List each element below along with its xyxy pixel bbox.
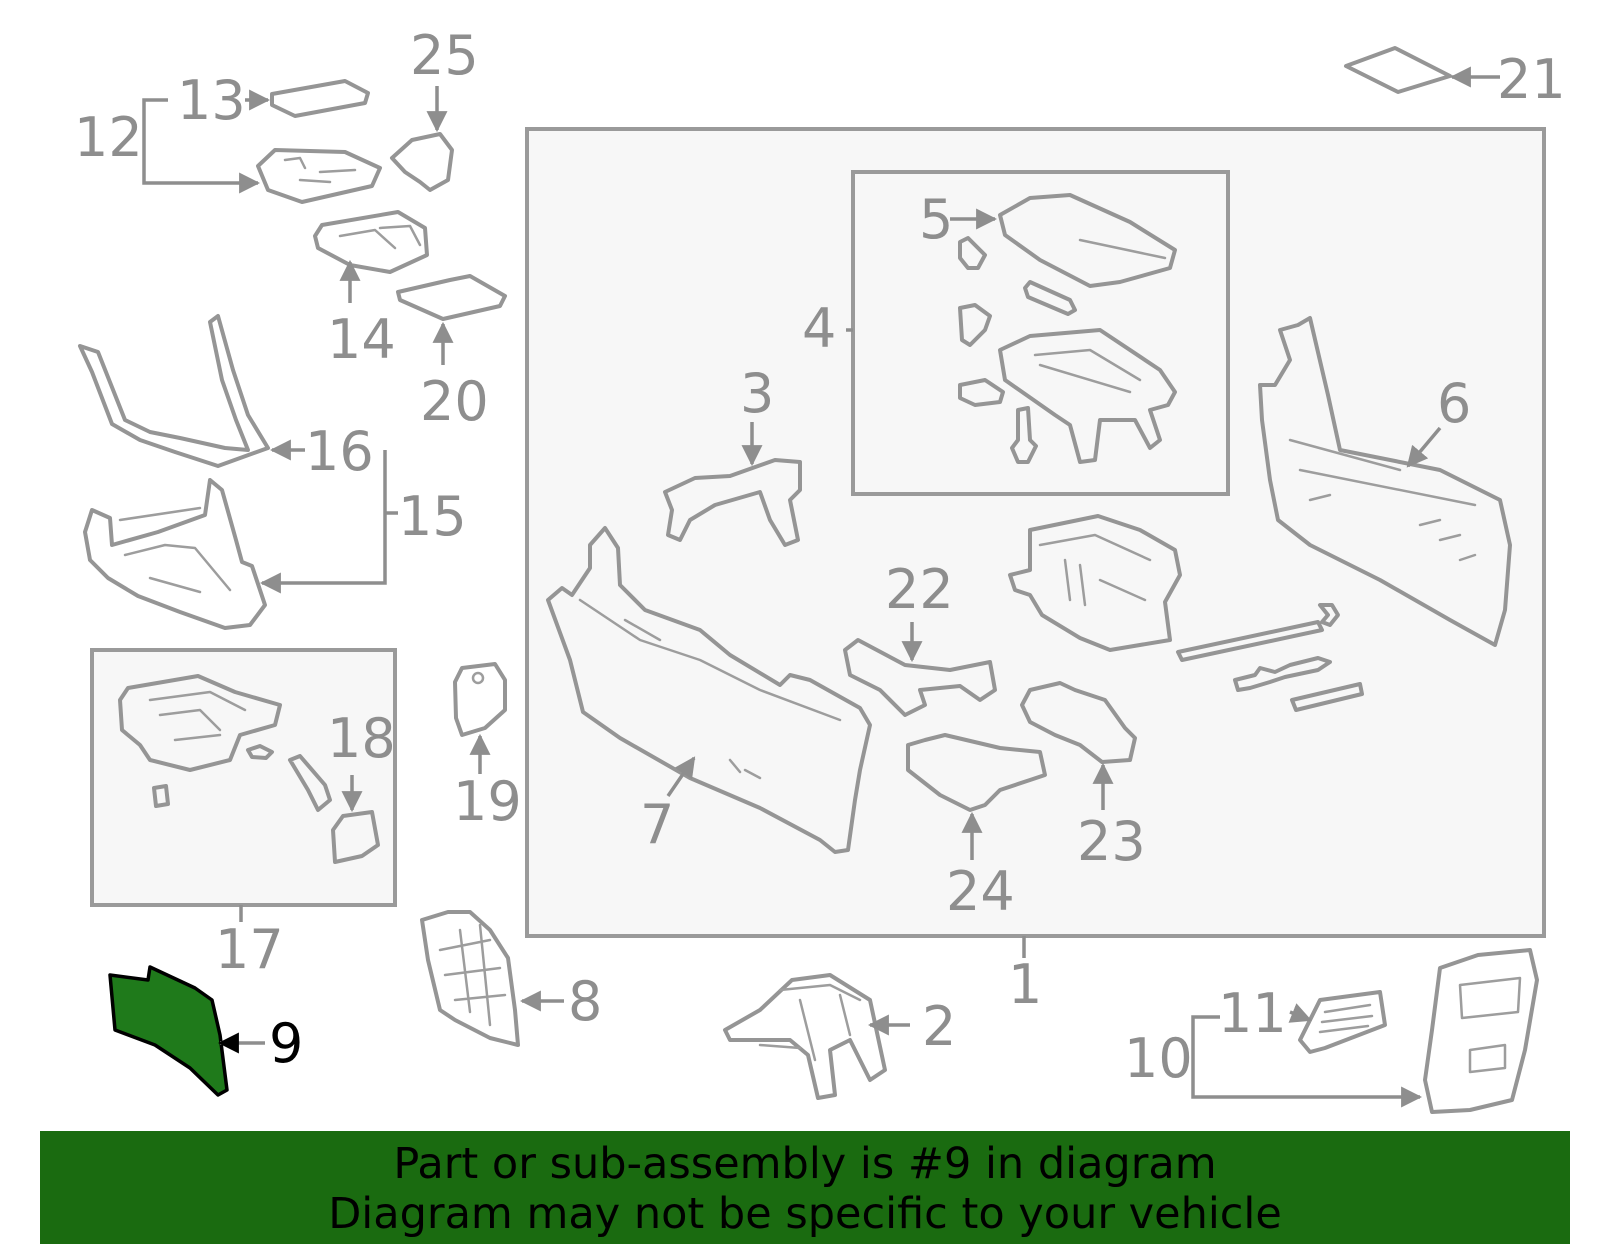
part-8[interactable] <box>420 910 564 1047</box>
part-23[interactable] <box>1020 681 1137 810</box>
callout-4[interactable]: 4 <box>802 297 836 360</box>
part-14[interactable] <box>313 210 429 303</box>
callout-9[interactable]: 9 <box>269 1012 303 1075</box>
callout-18[interactable]: 18 <box>327 707 396 770</box>
part-10[interactable] <box>1191 948 1539 1114</box>
part-15[interactable] <box>83 450 398 630</box>
part-11[interactable] <box>1288 990 1387 1054</box>
part-4-contents[interactable] <box>846 236 1177 464</box>
part-21[interactable] <box>1344 46 1500 94</box>
callout-16[interactable]: 16 <box>305 420 374 483</box>
callout-13[interactable]: 13 <box>177 69 246 132</box>
part-12[interactable] <box>142 98 382 204</box>
callout-24[interactable]: 24 <box>946 860 1015 923</box>
callout-12[interactable]: 12 <box>74 106 143 169</box>
part-9[interactable] <box>108 965 265 1097</box>
part-22[interactable] <box>843 622 997 717</box>
rod-and-clips[interactable] <box>1176 603 1364 712</box>
part-6[interactable] <box>1258 316 1512 647</box>
callout-1[interactable]: 1 <box>1008 953 1042 1016</box>
part-19[interactable] <box>453 662 507 774</box>
banner-line-1: Part or sub-assembly is #9 in diagram <box>393 1139 1217 1189</box>
callout-21[interactable]: 21 <box>1497 48 1566 111</box>
part-16[interactable] <box>78 314 305 468</box>
info-banner: Part or sub-assembly is #9 in diagram Di… <box>40 1131 1570 1244</box>
part-3[interactable] <box>663 422 802 547</box>
part-7[interactable] <box>546 526 872 854</box>
part-18[interactable] <box>331 775 380 864</box>
part-24[interactable] <box>906 733 1047 860</box>
callout-22[interactable]: 22 <box>885 558 954 621</box>
part-13[interactable] <box>245 79 370 118</box>
part-20[interactable] <box>396 274 507 365</box>
part-17-contents[interactable] <box>118 674 332 812</box>
callout-17[interactable]: 17 <box>215 918 284 981</box>
callout-3[interactable]: 3 <box>740 362 774 425</box>
callout-2[interactable]: 2 <box>922 995 956 1058</box>
part-2[interactable] <box>723 973 910 1100</box>
storage-box[interactable] <box>1008 514 1182 652</box>
assembly-frame-4 <box>851 170 1230 496</box>
callout-6[interactable]: 6 <box>1437 372 1471 435</box>
callout-14[interactable]: 14 <box>327 308 396 371</box>
callout-20[interactable]: 20 <box>420 370 489 433</box>
part-25[interactable] <box>390 86 454 192</box>
callout-19[interactable]: 19 <box>453 770 522 833</box>
callout-15[interactable]: 15 <box>398 485 467 548</box>
callout-7[interactable]: 7 <box>640 793 674 856</box>
callout-11[interactable]: 11 <box>1218 982 1287 1045</box>
callout-5[interactable]: 5 <box>919 188 953 251</box>
callout-10[interactable]: 10 <box>1124 1027 1193 1090</box>
part-5[interactable] <box>950 193 1177 288</box>
banner-line-2: Diagram may not be specific to your vehi… <box>328 1189 1282 1239</box>
callout-25[interactable]: 25 <box>410 24 479 87</box>
callout-8[interactable]: 8 <box>568 970 602 1033</box>
callout-23[interactable]: 23 <box>1077 810 1146 873</box>
